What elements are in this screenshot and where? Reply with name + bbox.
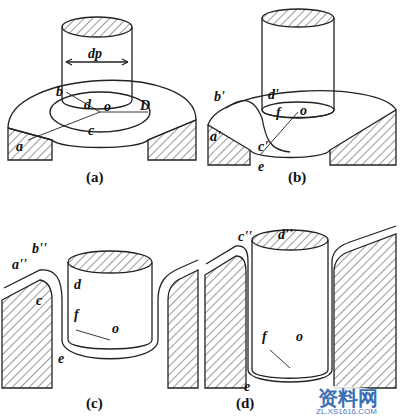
point-label: f [276,106,281,120]
point-label: e [58,352,64,366]
point-label: c [36,294,42,308]
point-label: c' [258,140,268,154]
point-label: e [258,160,264,174]
point-label: e [244,380,250,394]
panel-caption: (a) [86,170,104,185]
point-label: f [74,308,79,322]
point-label: a [16,140,23,154]
panel-caption: (b) [288,170,306,185]
point-label: c'' [238,230,252,244]
point-label: d'' [278,228,293,242]
dimension-label: D [140,99,150,113]
point-label: b' [214,90,225,104]
point-label: b'' [32,242,47,256]
point-label: b [56,85,63,99]
center-label: o [296,330,303,344]
point-label: d [74,278,81,292]
panel-caption: (c) [86,396,103,411]
center-label: o [104,100,111,114]
point-label: f [262,330,267,344]
center-label: o [112,322,119,336]
point-label: a'' [12,258,27,272]
point-label: d [84,98,91,112]
point-label: d' [268,88,279,102]
center-label: o [300,104,307,118]
watermark: 资料网 [318,388,378,408]
point-label: a' [210,130,221,144]
panel-caption: (d) [236,396,254,411]
dimension-label: dp [88,47,102,61]
point-label: c [88,124,94,138]
watermark: ZL.XS1616.COM [316,408,377,416]
